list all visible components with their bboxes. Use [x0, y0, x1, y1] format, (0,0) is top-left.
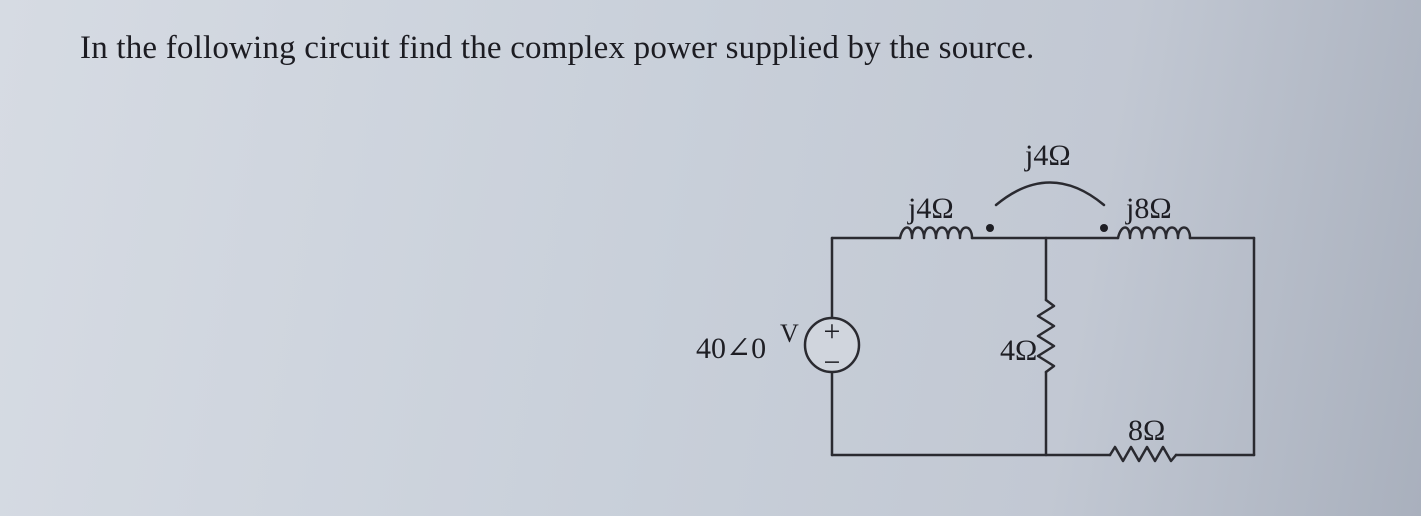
inductor-1 — [898, 226, 974, 240]
inductor-1-label: j4Ω — [907, 192, 954, 225]
inductor-2 — [1116, 226, 1192, 240]
resistor-series — [1108, 445, 1178, 463]
question-text: In the following circuit find the comple… — [80, 30, 1035, 66]
dot-marker-1 — [986, 224, 994, 232]
resistor-shunt-label: 4Ω — [1000, 334, 1037, 367]
resistor-series-label: 8Ω — [1128, 414, 1165, 447]
mutual-coupling-arc — [994, 181, 1106, 207]
dot-marker-2 — [1100, 224, 1108, 232]
source-label: 40∠0 — [696, 332, 766, 365]
inductor-2-label: j8Ω — [1125, 192, 1172, 225]
source-plus: + — [824, 315, 841, 348]
source-minus: − — [824, 346, 841, 379]
source-unit: V — [780, 319, 799, 348]
resistor-shunt — [1036, 298, 1056, 374]
mutual-label: j4Ω — [1024, 139, 1071, 172]
voltage-source — [803, 316, 861, 374]
